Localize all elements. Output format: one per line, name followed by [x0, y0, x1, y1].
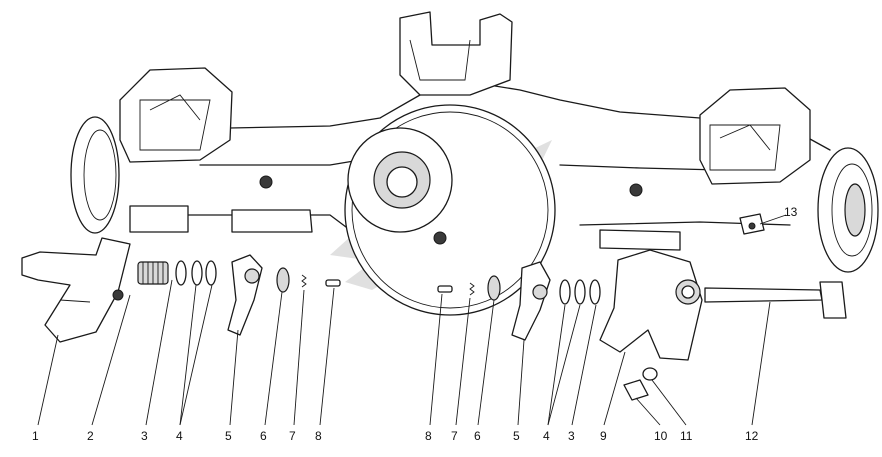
axle-housing: [70, 11, 879, 316]
callout-8-right: 8: [425, 429, 432, 443]
callout-4-right: 4: [543, 429, 550, 443]
leader-lines: [37, 214, 787, 426]
callout-2: 2: [87, 429, 94, 443]
callout-7: 7: [289, 429, 296, 443]
callout-6-right: 6: [474, 429, 481, 443]
callout-5-right: 5: [513, 429, 520, 443]
callout-5: 5: [225, 429, 232, 443]
callout-6: 6: [260, 429, 267, 443]
callout-3: 3: [141, 429, 148, 443]
callout-13: 13: [784, 205, 798, 219]
callout-7-right: 7: [451, 429, 458, 443]
right-exploded-parts: [437, 213, 847, 401]
callout-11: 11: [680, 429, 693, 443]
callout-12: 12: [745, 429, 759, 443]
callout-10: 10: [654, 429, 668, 443]
callout-1: 1: [32, 429, 39, 443]
callout-9: 9: [600, 429, 607, 443]
callout-8: 8: [315, 429, 322, 443]
callout-labels: 1 2 3 4 5 6 7 8 8 7 6 5 4 3 9 10 11 12 1…: [32, 205, 798, 443]
callout-4: 4: [176, 429, 183, 443]
left-exploded-parts: [21, 237, 341, 343]
callout-3-right: 3: [568, 429, 575, 443]
